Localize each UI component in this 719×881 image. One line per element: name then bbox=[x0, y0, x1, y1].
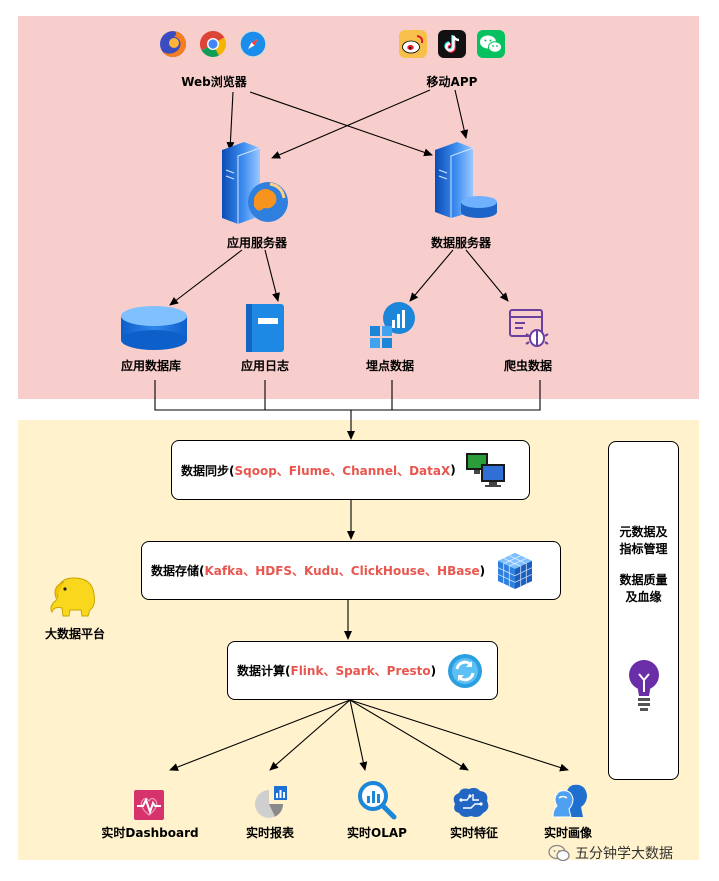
edge-web-to-appserver bbox=[226, 91, 235, 151]
mobile-app-label: 移动APP bbox=[426, 75, 478, 89]
report-pie-icon bbox=[255, 786, 287, 818]
data-storage-box: 数据存储(Kafka、HDFS、Kudu、ClickHouse、HBase) bbox=[141, 541, 561, 600]
realtime-dashboard-label: 实时Dashboard bbox=[101, 826, 199, 840]
edge-app-to-dataserver bbox=[454, 89, 469, 139]
tiktok-icon bbox=[438, 30, 466, 58]
data-sync-suffix: ) bbox=[450, 463, 456, 477]
edge-compute-to-feature bbox=[349, 699, 469, 771]
metadata-line1: 元数据及 bbox=[619, 525, 668, 539]
metadata-line2: 指标管理 bbox=[619, 542, 668, 556]
edge-appserver-to-db bbox=[169, 249, 243, 306]
metadata-governance-panel: 元数据及 指标管理 数据质量 及血缘 bbox=[608, 441, 679, 780]
edge-dataserver-to-crawler bbox=[465, 249, 509, 302]
data-compute-suffix: ) bbox=[430, 663, 437, 678]
sync-monitors-icon bbox=[465, 453, 505, 487]
data-storage-prefix: 数据存储( bbox=[151, 564, 205, 578]
edge-dataserver-to-tracking bbox=[409, 249, 454, 302]
storage-cube-icon bbox=[497, 552, 533, 589]
data-sync-tools: Sqoop、Flume、Channel、DataX bbox=[234, 463, 451, 478]
merge-bracket bbox=[154, 380, 541, 411]
edge-web-to-dataserver bbox=[249, 91, 433, 157]
realtime-olap-label: 实时OLAP bbox=[347, 826, 407, 840]
crawler-data-label: 爬虫数据 bbox=[503, 359, 553, 373]
edge-compute-to-olap bbox=[349, 699, 368, 771]
realtime-portrait-label: 实时画像 bbox=[543, 826, 593, 840]
wechat-icon bbox=[477, 30, 505, 58]
app-database-label: 应用数据库 bbox=[120, 359, 182, 373]
portrait-users-icon bbox=[552, 784, 587, 818]
tracking-data-label: 埋点数据 bbox=[365, 359, 415, 373]
quality-line1: 数据质量 bbox=[619, 573, 668, 587]
crawler-bug-icon bbox=[509, 309, 549, 347]
database-icon bbox=[121, 306, 187, 350]
dashboard-heartbeat-icon bbox=[134, 790, 164, 820]
wechat-watermark-icon bbox=[548, 844, 570, 862]
data-storage-tools: Kafka、HDFS、Kudu、ClickHouse、HBase bbox=[204, 564, 480, 578]
edge-app-to-appserver bbox=[271, 89, 431, 159]
data-server-label: 数据服务器 bbox=[430, 236, 492, 250]
lightbulb-icon bbox=[629, 660, 659, 711]
data-sync-box: 数据同步(Sqoop、Flume、Channel、DataX) bbox=[171, 440, 530, 500]
olap-magnifier-icon bbox=[358, 781, 397, 820]
data-compute-tools: Flink、Spark、Presto bbox=[290, 664, 431, 678]
watermark: 五分钟学大数据 bbox=[548, 843, 673, 863]
realtime-report-label: 实时报表 bbox=[245, 826, 295, 840]
hadoop-elephant-icon bbox=[50, 577, 95, 617]
edge-compute-to-dashboard bbox=[169, 699, 351, 771]
firefox-icon bbox=[160, 31, 186, 57]
feature-brain-icon bbox=[453, 787, 489, 817]
data-server-icon bbox=[435, 142, 497, 218]
chrome-icon bbox=[199, 30, 227, 57]
data-compute-box: 数据计算(Flink、Spark、Presto) bbox=[227, 641, 498, 700]
tracking-data-icon bbox=[370, 302, 415, 348]
edge-compute-to-portrait bbox=[349, 699, 569, 772]
watermark-text: 五分钟学大数据 bbox=[575, 846, 673, 862]
data-compute-prefix: 数据计算( bbox=[237, 664, 291, 678]
app-server-icon bbox=[222, 142, 288, 224]
app-server-label: 应用服务器 bbox=[226, 236, 288, 250]
data-sync-prefix: 数据同步( bbox=[181, 463, 235, 478]
edge-compute-to-report bbox=[269, 699, 351, 771]
data-storage-suffix: ) bbox=[479, 563, 486, 578]
quality-line2: 及血缘 bbox=[625, 590, 662, 604]
log-book-icon bbox=[246, 304, 284, 352]
edge-appserver-to-log bbox=[264, 249, 280, 302]
realtime-feature-label: 实时特征 bbox=[449, 826, 499, 840]
weibo-icon bbox=[399, 30, 427, 58]
big-data-platform-label: 大数据平台 bbox=[44, 627, 106, 641]
compute-refresh-icon bbox=[448, 653, 483, 688]
app-log-label: 应用日志 bbox=[240, 359, 290, 373]
web-browser-label: Web浏览器 bbox=[181, 75, 247, 89]
safari-icon bbox=[239, 30, 267, 58]
